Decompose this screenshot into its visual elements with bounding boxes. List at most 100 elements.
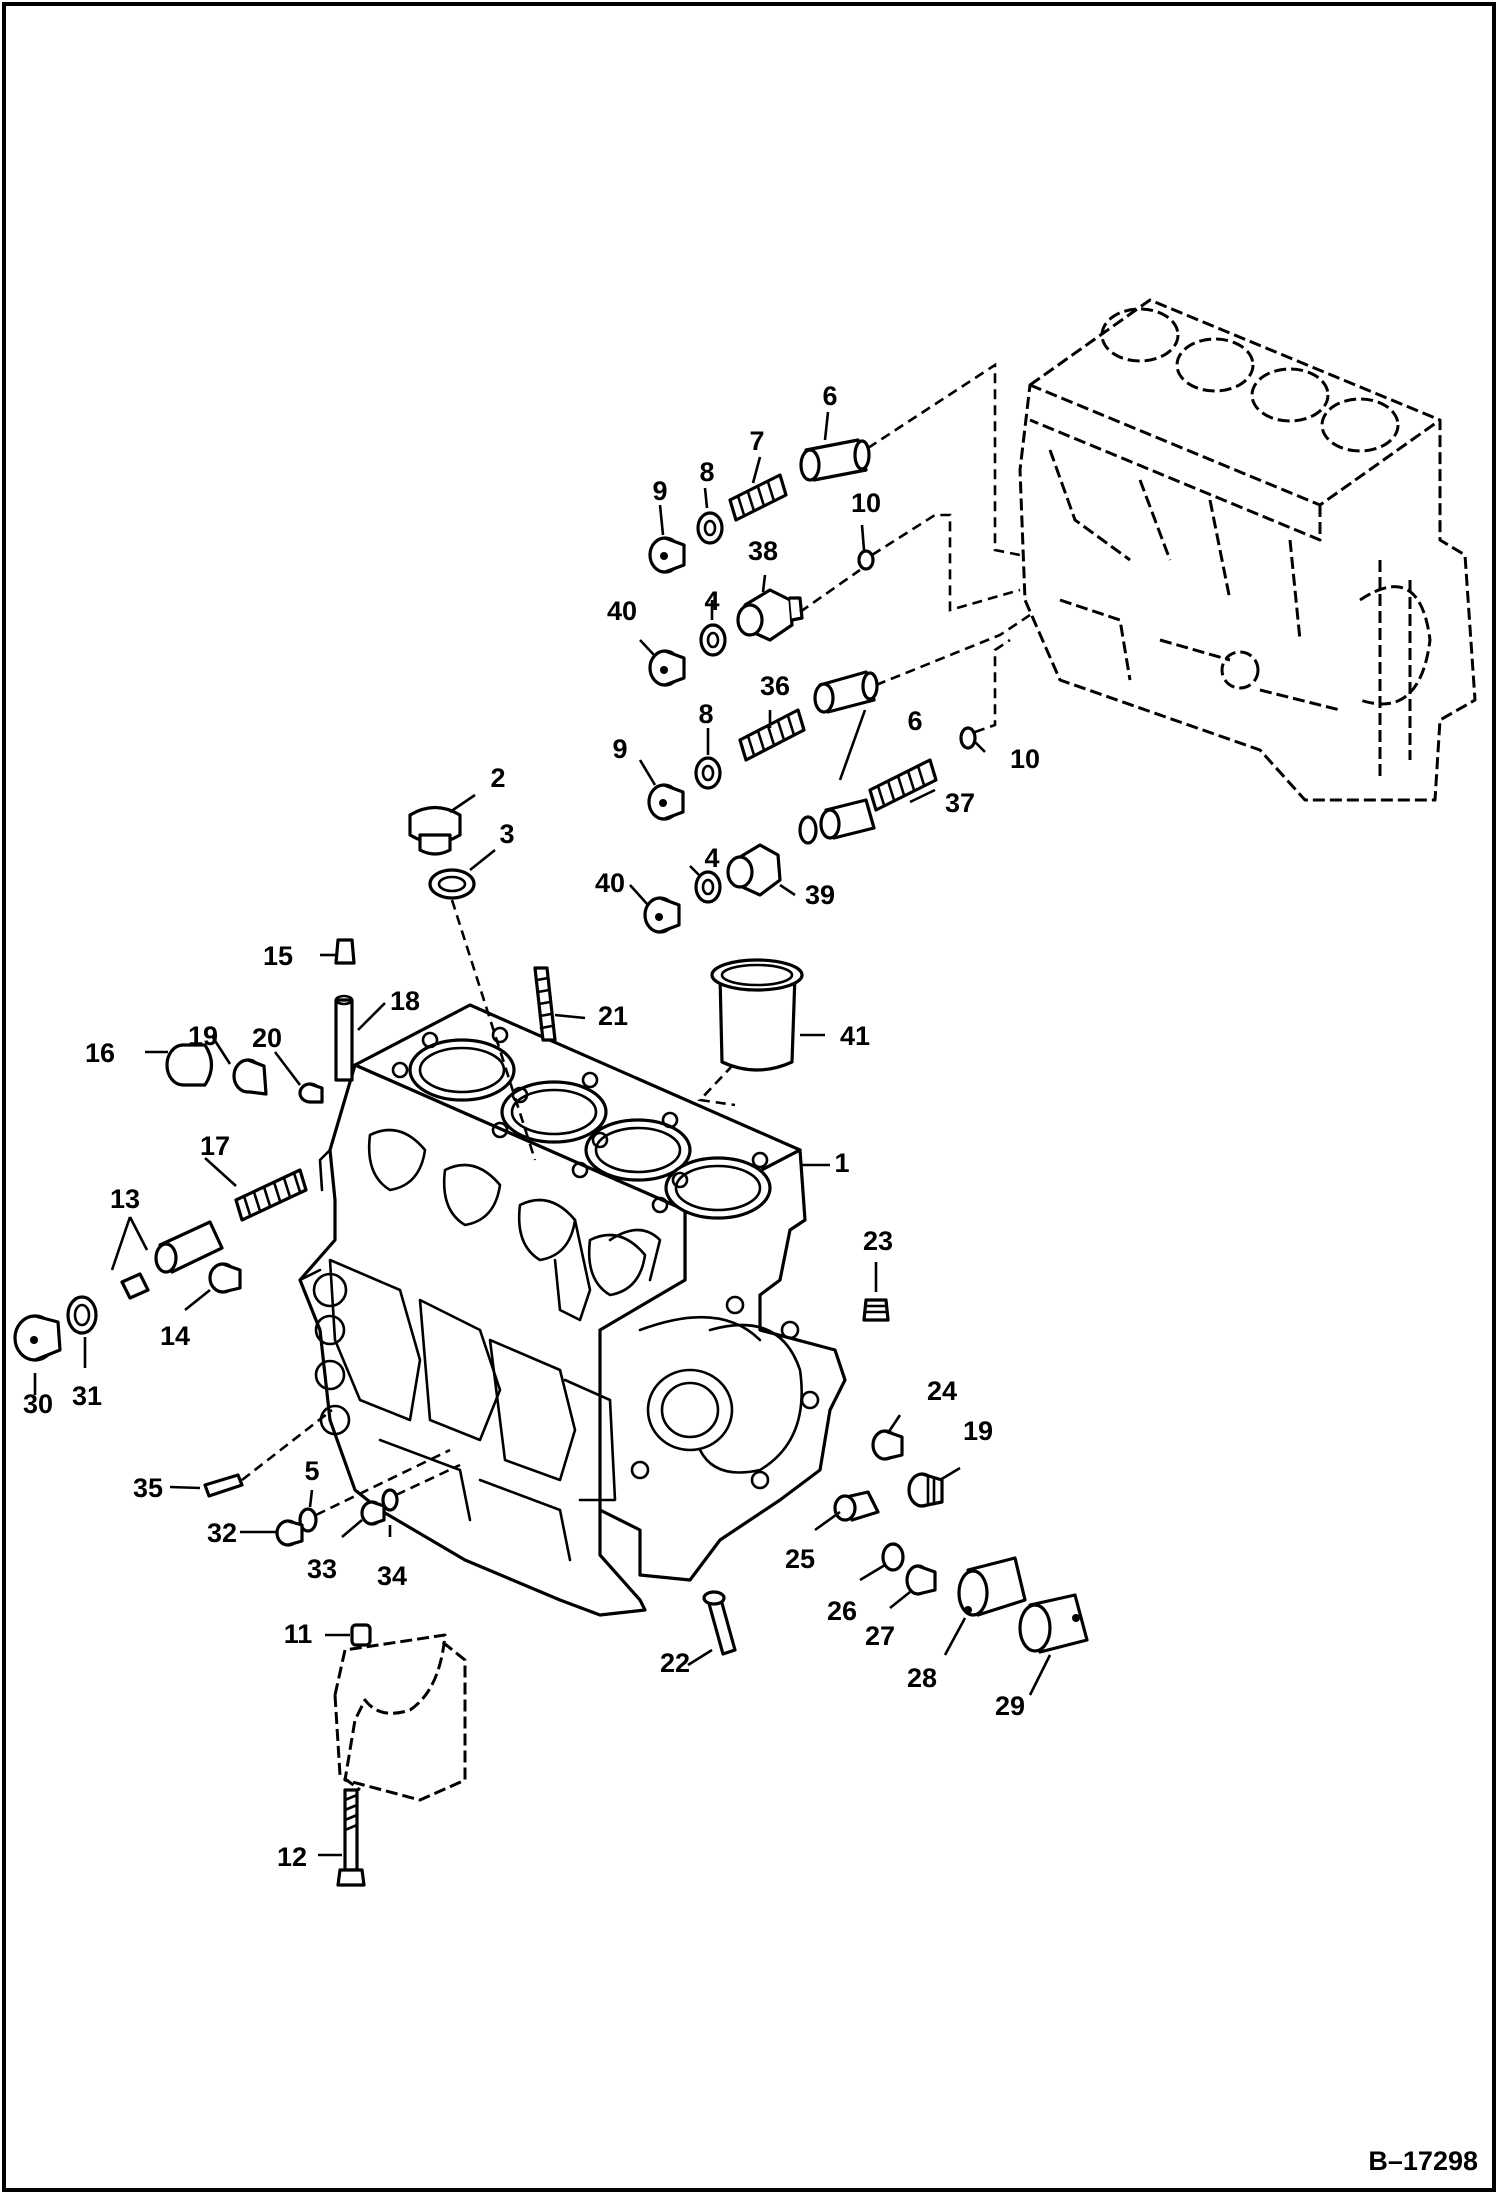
part-27-plug: [905, 1564, 937, 1596]
reference-block-outline: [1018, 298, 1477, 802]
callout-30: 30: [23, 1389, 53, 1419]
part-4-washer-low: [694, 870, 722, 904]
part-10-oring-right: [959, 726, 977, 750]
callout-26: 26: [827, 1596, 857, 1626]
part-26-oring: [881, 1542, 905, 1572]
callout-37: 37: [945, 788, 975, 818]
callout-1: 1: [834, 1148, 849, 1178]
part-3-washer: [428, 868, 476, 900]
part-6-sleeve-mid: [813, 670, 879, 714]
callout-16: 16: [85, 1038, 115, 1068]
callout-24: 24: [927, 1376, 957, 1406]
callout-6: 6: [822, 381, 837, 411]
part-31-washer: [66, 1295, 98, 1335]
part-35-pin: [203, 1473, 244, 1498]
part-8-washer-top: [696, 511, 724, 545]
callout-21: 21: [598, 1001, 628, 1031]
part-4-washer-top: [699, 623, 727, 657]
callout-4: 4: [704, 843, 719, 873]
part-16-cup-plug: [165, 1043, 214, 1087]
part-20-plug: [298, 1082, 324, 1104]
callout-31: 31: [72, 1381, 102, 1411]
part-19-plug-right: [907, 1472, 944, 1508]
part-40-plug-top: [648, 649, 686, 687]
part-40-plug-low: [643, 896, 681, 934]
bearing-cap: [333, 1623, 467, 1887]
callout-5: 5: [304, 1456, 319, 1486]
leader-6-branch: [838, 709, 867, 781]
part-5-oring: [298, 1507, 318, 1533]
part-6-sleeve-top: [799, 438, 871, 482]
callout-35: 35: [133, 1473, 163, 1503]
part-33-plug: [360, 1500, 386, 1526]
callout-7: 7: [749, 426, 764, 456]
callout-labels: 1234456678899101011121314151617181919202…: [23, 381, 1040, 1872]
callout-18: 18: [390, 986, 420, 1016]
part-19-plug-left: [232, 1058, 268, 1096]
callout-34: 34: [377, 1561, 407, 1591]
part-28-bearing: [957, 1556, 1027, 1617]
callout-40: 40: [607, 596, 637, 626]
part-7-spring: [728, 473, 788, 522]
callout-20: 20: [252, 1023, 282, 1053]
callout-28: 28: [907, 1663, 937, 1693]
drawing-reference-number: B–17298: [1368, 2146, 1478, 2176]
callout-4: 4: [704, 586, 719, 616]
part-34-oring: [381, 1488, 399, 1512]
callout-6: 6: [907, 706, 922, 736]
callout-29: 29: [995, 1691, 1025, 1721]
part-22-pin: [702, 1590, 737, 1656]
part-8-washer-mid: [694, 756, 722, 790]
callout-15: 15: [263, 941, 293, 971]
part-9-plug-top: [648, 536, 686, 574]
part-15-plug: [334, 938, 356, 965]
callout-19: 19: [188, 1021, 218, 1051]
assembly-dash-lines: [799, 362, 1031, 734]
part-23-plug: [862, 1298, 890, 1322]
callout-9: 9: [652, 476, 667, 506]
part-14-plug: [208, 1262, 242, 1294]
callout-33: 33: [307, 1554, 337, 1584]
callout-9: 9: [612, 734, 627, 764]
callout-27: 27: [865, 1621, 895, 1651]
callout-11: 11: [284, 1619, 313, 1649]
callout-38: 38: [748, 536, 778, 566]
callout-41: 41: [840, 1021, 870, 1051]
callout-22: 22: [660, 1648, 690, 1678]
callout-19: 19: [963, 1416, 993, 1446]
callout-12: 12: [277, 1842, 307, 1872]
callout-2: 2: [490, 763, 505, 793]
part-39-fitting: [726, 843, 782, 897]
part-29-bearing: [1018, 1593, 1089, 1654]
callout-8: 8: [699, 457, 714, 487]
part-17-spring: [234, 1168, 308, 1222]
part-6-sleeve-low: [798, 798, 876, 845]
callout-13: 13: [110, 1184, 140, 1214]
callout-40: 40: [595, 868, 625, 898]
callout-23: 23: [863, 1226, 893, 1256]
part-30-plug: [13, 1314, 62, 1362]
callout-leaders: [33, 411, 1052, 1857]
part-41-liner: [697, 958, 804, 1107]
part-2-plug: [408, 805, 462, 856]
cylinder-block: [298, 1003, 847, 1617]
callout-10: 10: [1010, 744, 1040, 774]
part-18-pin: [334, 998, 354, 1082]
callout-14: 14: [160, 1321, 190, 1351]
callout-3: 3: [499, 819, 514, 849]
callout-32: 32: [207, 1518, 237, 1548]
part-13-valve: [120, 1220, 224, 1300]
callout-36: 36: [760, 671, 790, 701]
part-37-spring: [868, 758, 938, 812]
callout-25: 25: [785, 1544, 815, 1574]
part-38-fitting: [736, 588, 804, 642]
callout-8: 8: [698, 699, 713, 729]
callout-39: 39: [805, 880, 835, 910]
part-36-spring: [738, 708, 806, 762]
callout-10: 10: [851, 488, 881, 518]
part-25-bushing: [833, 1490, 880, 1522]
part-9-plug-mid: [647, 783, 685, 821]
dash-line-3: [450, 899, 537, 1161]
